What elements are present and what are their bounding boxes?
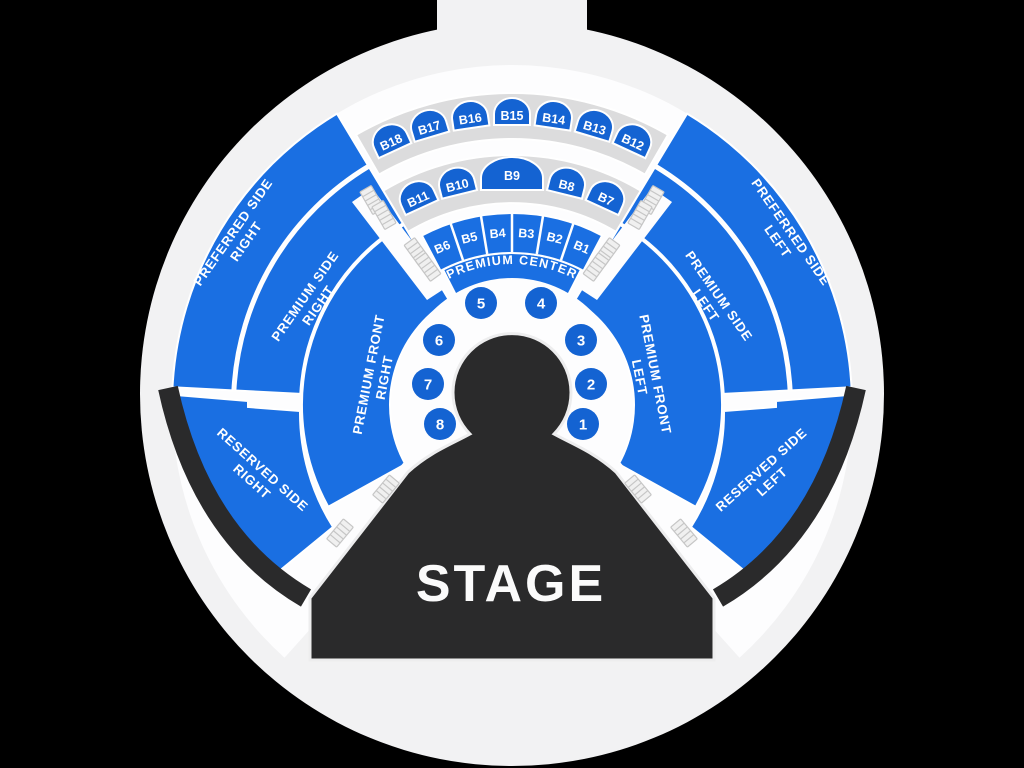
table-7[interactable]: 7 bbox=[412, 368, 444, 400]
table-2[interactable]: 2 bbox=[575, 368, 607, 400]
svg-text:B16: B16 bbox=[458, 110, 483, 127]
section-premium-front-right[interactable] bbox=[300, 223, 451, 509]
stage-label: STAGE bbox=[416, 555, 606, 613]
svg-text:B9: B9 bbox=[504, 169, 520, 183]
booth-b15[interactable]: B15 bbox=[493, 97, 531, 126]
booth-b14[interactable]: B14 bbox=[533, 99, 575, 132]
svg-text:2: 2 bbox=[587, 377, 595, 394]
booth-b10[interactable]: B10 bbox=[436, 164, 479, 200]
seat-b3-label[interactable]: B3 bbox=[518, 226, 535, 241]
booth-b18[interactable]: B18 bbox=[367, 119, 413, 160]
booth-b13[interactable]: B13 bbox=[573, 106, 617, 144]
booth-row-front-dividers bbox=[449, 213, 575, 261]
svg-text:5: 5 bbox=[477, 296, 485, 313]
booth-b17[interactable]: B17 bbox=[407, 106, 451, 144]
svg-text:LEFT: LEFT bbox=[629, 358, 651, 396]
table-5[interactable]: 5 bbox=[465, 287, 497, 319]
wall-right bbox=[158, 385, 312, 607]
seat-b4-label[interactable]: B4 bbox=[489, 226, 506, 241]
booth-row-front-labels: B6 B5 B4 B3 B2 B1 bbox=[432, 226, 591, 257]
booth-row-rear: B18 B17 B16 B15 B14 B13 B12 bbox=[367, 97, 657, 160]
tables: 5 4 6 3 7 2 8 1 bbox=[412, 287, 607, 440]
svg-text:1: 1 bbox=[579, 417, 587, 434]
table-4[interactable]: 4 bbox=[525, 287, 557, 319]
booth-b9[interactable]: B9 bbox=[480, 156, 544, 191]
entrance-corridor bbox=[437, 0, 587, 70]
booth-b11[interactable]: B11 bbox=[394, 175, 440, 217]
svg-text:8: 8 bbox=[436, 417, 444, 434]
booth-b16[interactable]: B16 bbox=[450, 99, 491, 132]
booth-row-mid: B11 B10 B9 B8 B7 bbox=[394, 156, 630, 217]
svg-text:B8: B8 bbox=[557, 177, 576, 194]
seat-b1-label[interactable]: B1 bbox=[571, 238, 591, 257]
section-premium-side-right[interactable] bbox=[234, 166, 405, 395]
table-8[interactable]: 8 bbox=[424, 408, 456, 440]
section-premium-side-left[interactable] bbox=[619, 166, 790, 395]
section-premium-front-left[interactable] bbox=[573, 223, 724, 509]
seat-b6-label[interactable]: B6 bbox=[432, 238, 452, 257]
svg-text:B17: B17 bbox=[416, 118, 442, 138]
svg-text:4: 4 bbox=[537, 296, 546, 313]
seat-b2-label[interactable]: B2 bbox=[545, 229, 564, 246]
table-3[interactable]: 3 bbox=[565, 324, 597, 356]
wall-left bbox=[712, 385, 866, 607]
svg-text:6: 6 bbox=[435, 333, 443, 350]
booth-b7[interactable]: B7 bbox=[584, 175, 630, 217]
svg-text:B10: B10 bbox=[445, 176, 471, 195]
seat-b5-label[interactable]: B5 bbox=[460, 229, 479, 246]
table-6[interactable]: 6 bbox=[423, 324, 455, 356]
svg-text:3: 3 bbox=[577, 333, 585, 350]
stage bbox=[308, 332, 716, 662]
svg-text:B15: B15 bbox=[501, 109, 524, 123]
svg-text:B14: B14 bbox=[541, 110, 566, 127]
table-1[interactable]: 1 bbox=[567, 408, 599, 440]
booth-b8[interactable]: B8 bbox=[545, 164, 588, 200]
svg-text:7: 7 bbox=[424, 377, 432, 394]
svg-text:B13: B13 bbox=[582, 118, 608, 138]
booth-b12[interactable]: B12 bbox=[611, 119, 657, 160]
svg-text:B7: B7 bbox=[596, 190, 616, 209]
